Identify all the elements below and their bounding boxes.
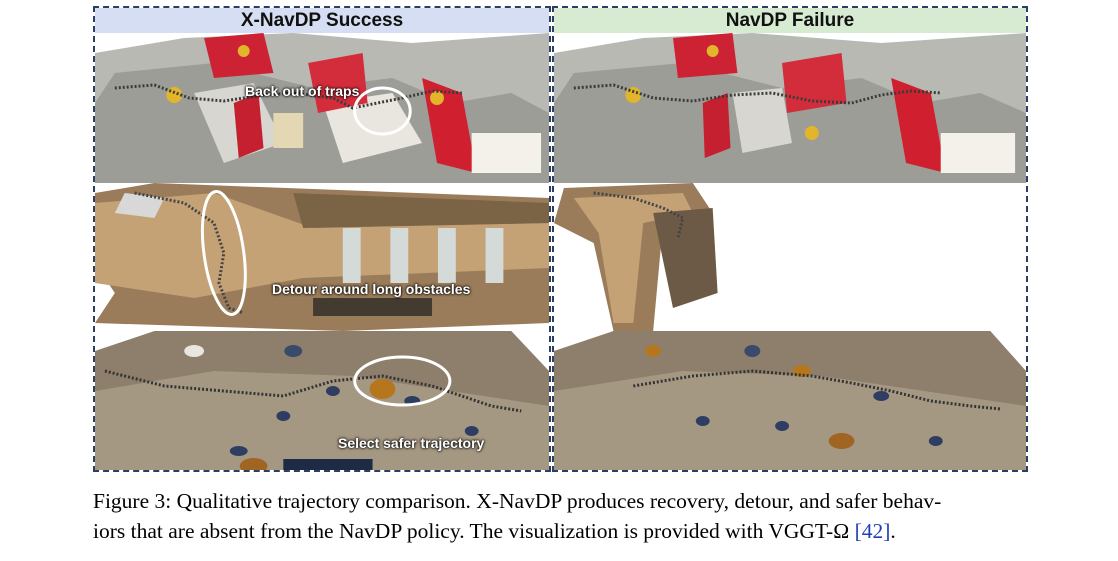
- annotation-safer-trajectory: Select safer trajectory: [338, 435, 485, 451]
- caption-citation[interactable]: [42]: [854, 519, 891, 543]
- scene-traps-right: [554, 33, 1026, 183]
- caption-end: .: [890, 519, 896, 543]
- panel-title-right: NavDP Failure: [554, 8, 1026, 33]
- figure: X-NavDP Success Back out: [93, 6, 1028, 472]
- panel-xnavdp-success: X-NavDP Success Back out: [93, 6, 551, 472]
- scene-traps-left: Back out of traps: [95, 33, 549, 183]
- scene-safer-right: [554, 331, 1026, 470]
- scene-detour-left: Detour around long obstacles: [95, 183, 549, 331]
- caption-label: Figure 3:: [93, 489, 172, 513]
- figure-caption: Figure 3: Qualitative trajectory compari…: [93, 486, 1043, 546]
- annotation-detour: Detour around long obstacles: [272, 281, 471, 297]
- scene-safer-left: Select safer trajectory: [95, 331, 549, 470]
- panel-title-left: X-NavDP Success: [95, 8, 549, 33]
- panel-navdp-failure: NavDP Failure: [552, 6, 1028, 472]
- scene-detour-right: [554, 183, 1026, 331]
- caption-line2: iors that are absent from the NavDP poli…: [93, 519, 855, 543]
- caption-line1: Qualitative trajectory comparison. X-Nav…: [171, 489, 942, 513]
- annotation-back-out-of-traps: Back out of traps: [245, 83, 360, 99]
